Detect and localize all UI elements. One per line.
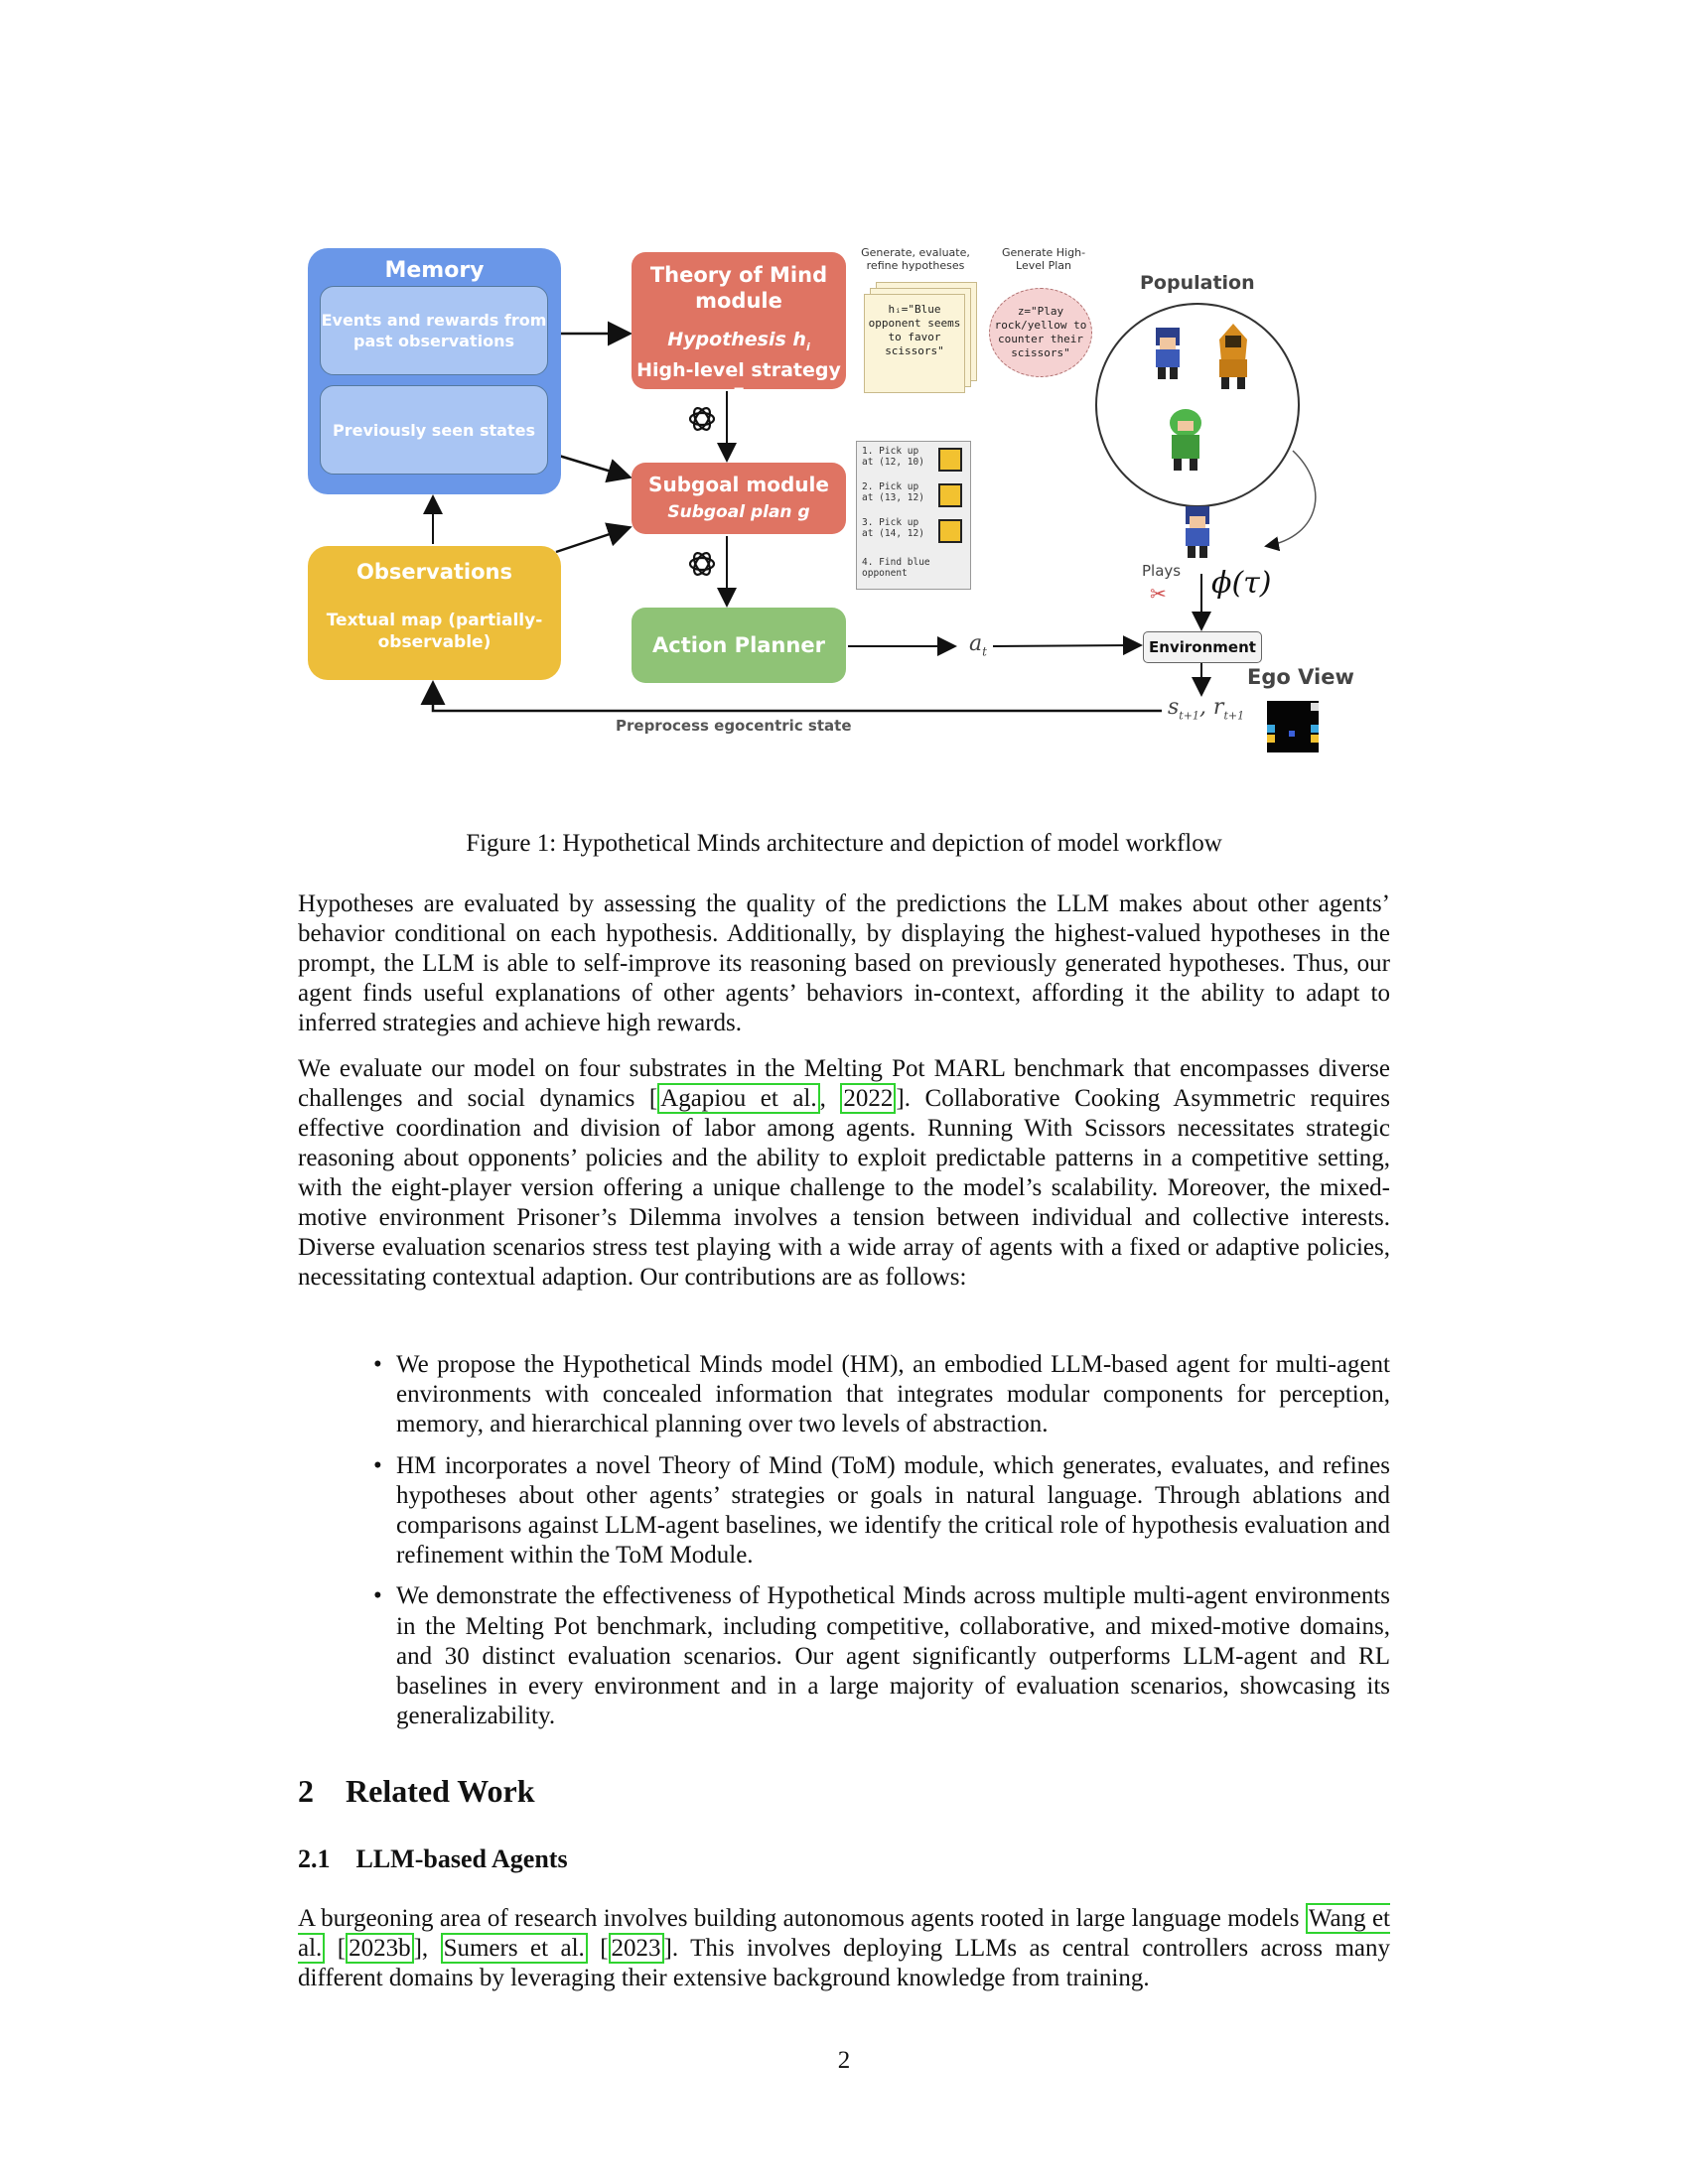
observations-title: Observations: [356, 560, 512, 584]
subgoal-title: Subgoal module: [648, 473, 829, 496]
plan-item: 1. Pick up at (12, 10): [862, 446, 924, 468]
resource-square-icon: [938, 448, 962, 472]
agent-sprite-orange-icon: [1219, 324, 1247, 389]
list-item: •We demonstrate the effectiveness of Hyp…: [373, 1582, 1390, 1730]
tom-module: Theory of Mind module Hypothesis hi High…: [632, 252, 846, 403]
agent-sprite-blue-icon: [1156, 328, 1180, 379]
subgoal-module: Subgoal module Subgoal plan g: [632, 463, 846, 534]
action-planner: Action Planner: [632, 608, 846, 683]
action-label: at: [969, 631, 987, 659]
plan-item: 2. Pick up at (13, 12): [862, 481, 924, 503]
plan-item: 4. Find blue opponent: [862, 557, 930, 579]
figure-arrows: [420, 303, 1317, 713]
scissors-icon: ✂: [1150, 582, 1167, 606]
environment-box: Environment: [1143, 631, 1262, 663]
observations-block: Observations Textual map (partially-obse…: [308, 546, 561, 680]
llm-icon: [686, 548, 718, 580]
agent-sprite-green-icon: [1170, 409, 1201, 471]
list-item: •HM incorporates a novel Theory of Mind …: [373, 1451, 1390, 1570]
figure-caption: Figure 1: Hypothetical Minds architectur…: [466, 830, 1222, 857]
phi-label: ϕ(τ): [1211, 566, 1272, 601]
preprocess-label: Preprocess egocentric state: [616, 717, 852, 735]
paragraph-related-work: A burgeoning area of research involves b…: [298, 1903, 1390, 1991]
memory-block: Memory Events and rewards from past obse…: [308, 248, 561, 494]
citation-link[interactable]: Agapiou et al.: [657, 1083, 820, 1114]
section-heading: 2 Related Work: [298, 1773, 535, 1809]
resource-square-icon: [938, 483, 962, 507]
hypothesis-note: hᵢ="Blue opponent seems to favor scissor…: [864, 294, 965, 393]
ego-view-label: Ego View: [1247, 665, 1354, 689]
observations-sub: Textual map (partially-observable): [326, 611, 543, 652]
subgoal-plan-list: 1. Pick up at (12, 10) 2. Pick up at (13…: [856, 441, 971, 590]
list-item: •We propose the Hypothetical Minds model…: [373, 1351, 1390, 1438]
citation-link[interactable]: Sumers et al.: [440, 1933, 588, 1964]
contributions-list: •We propose the Hypothetical Minds model…: [298, 1350, 1390, 1742]
population-label: Population: [1140, 272, 1255, 294]
tom-title: Theory of Mind module: [649, 263, 828, 313]
plan-caption: Generate High-Level Plan: [1001, 246, 1086, 272]
subsection-heading: 2.1 LLM-based Agents: [298, 1844, 568, 1873]
memory-events: Events and rewards from past observation…: [320, 286, 548, 375]
tom-hypothesis: Hypothesis hi: [667, 329, 810, 353]
resource-square-icon: [938, 519, 962, 543]
agent-sprite-selected-icon: [1186, 506, 1209, 558]
memory-title: Memory: [384, 258, 485, 283]
page-number: 2: [837, 2047, 851, 2074]
plan-item: 3. Pick up at (14, 12): [862, 517, 924, 539]
strategy-bubble: z="Play rock/yellow to counter their sci…: [989, 288, 1092, 377]
citation-link[interactable]: 2022: [840, 1083, 897, 1114]
paragraph-hypotheses: Hypotheses are evaluated by assessing th…: [298, 890, 1390, 1036]
paragraph-evaluation: We evaluate our model on four substrates…: [298, 1055, 1391, 1291]
subgoal-plan: Subgoal plan g: [667, 502, 810, 522]
state-reward-label: st+1, rt+1: [1168, 695, 1245, 723]
llm-icon: [686, 403, 718, 435]
tom-strategy: High-level strategy z: [636, 358, 841, 403]
citation-link[interactable]: 2023: [608, 1933, 664, 1964]
citation-link[interactable]: 2023b: [346, 1933, 414, 1964]
architecture-figure: Memory Events and rewards from past obse…: [298, 238, 1370, 754]
memory-states: Previously seen states: [320, 385, 548, 475]
hypotheses-caption: Generate, evaluate, refine hypotheses: [861, 246, 970, 272]
citation-link[interactable]: Wang et al.: [298, 1903, 1390, 1964]
ego-view-map-icon: [1267, 701, 1319, 752]
plays-label: Plays: [1142, 562, 1182, 580]
